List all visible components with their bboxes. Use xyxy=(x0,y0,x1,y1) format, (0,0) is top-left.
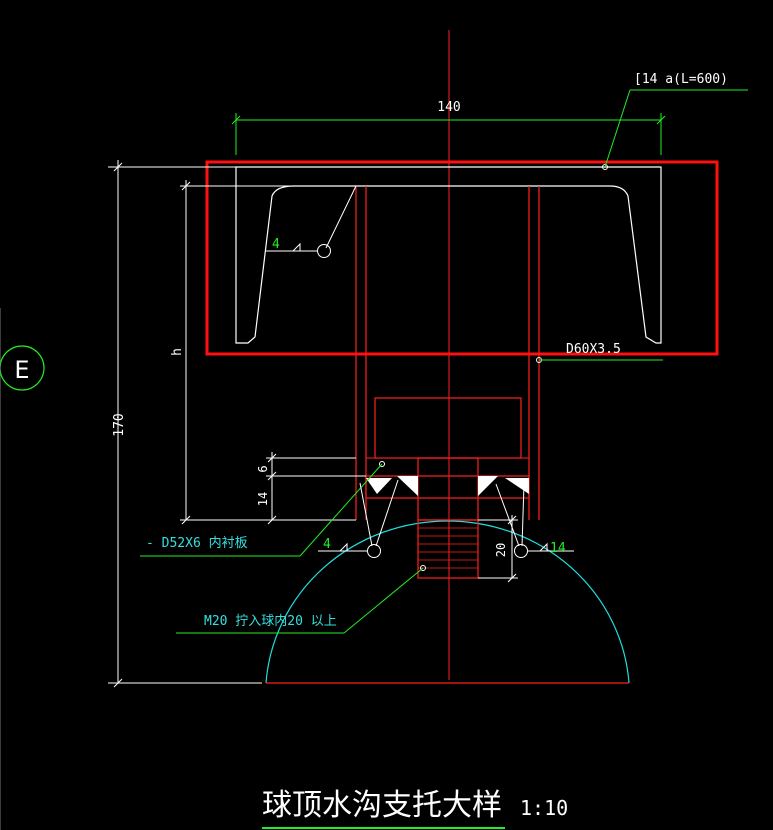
dimension-width-top-text: 140 xyxy=(437,100,460,115)
title-block: 球顶水沟支托大样 1:10 xyxy=(262,788,568,829)
weld-fillets xyxy=(366,476,529,496)
dimension-width-top: 140 xyxy=(231,100,666,155)
axis-marker-circle xyxy=(0,345,45,391)
weld-symbol-right-lower: 14 xyxy=(495,483,574,558)
weld-size-left-upper: 4 xyxy=(272,237,280,252)
leader-pipe: D60X3.5 xyxy=(536,342,663,363)
dimension-h: h xyxy=(170,180,356,525)
dimension-gap-text: 6 xyxy=(256,465,270,472)
dimension-plate-text: 14 xyxy=(256,492,270,506)
highlight-box xyxy=(205,160,719,356)
dimension-depth: 20 xyxy=(478,515,518,583)
dimension-height-total-text: 170 xyxy=(112,413,127,436)
leader-bolt: M20 拧入球内20 以上 xyxy=(176,565,426,634)
label-channel: [14 a(L=600) xyxy=(634,72,728,87)
weld-size-right-lower: 14 xyxy=(550,541,566,556)
dimension-height-total: 170 xyxy=(108,160,262,688)
dimension-depth-text: 20 xyxy=(494,543,508,557)
grid-axis-marker: E xyxy=(0,345,45,391)
leader-liner-plate: - D52X6 内衬板 xyxy=(140,461,385,557)
dimension-gap-plate: 6 14 xyxy=(256,452,366,525)
weld-symbol-left-lower: 4 xyxy=(318,479,399,558)
axis-marker-label: E xyxy=(14,356,29,384)
leader-channel: [14 a(L=600) xyxy=(602,72,748,170)
dimension-h-text: h xyxy=(170,348,185,356)
label-bolt: M20 拧入球内20 以上 xyxy=(204,613,337,629)
sphere-outline xyxy=(265,520,630,684)
weld-size-left-lower: 4 xyxy=(323,537,331,552)
drawing-scale: 1:10 xyxy=(520,796,568,820)
channel-section xyxy=(235,166,662,344)
drawing-title: 球顶水沟支托大样 xyxy=(262,788,502,823)
label-pipe: D60X3.5 xyxy=(566,342,621,357)
label-liner-plate: - D52X6 内衬板 xyxy=(146,535,248,551)
weld-symbol-left-upper: 4 xyxy=(266,185,357,258)
